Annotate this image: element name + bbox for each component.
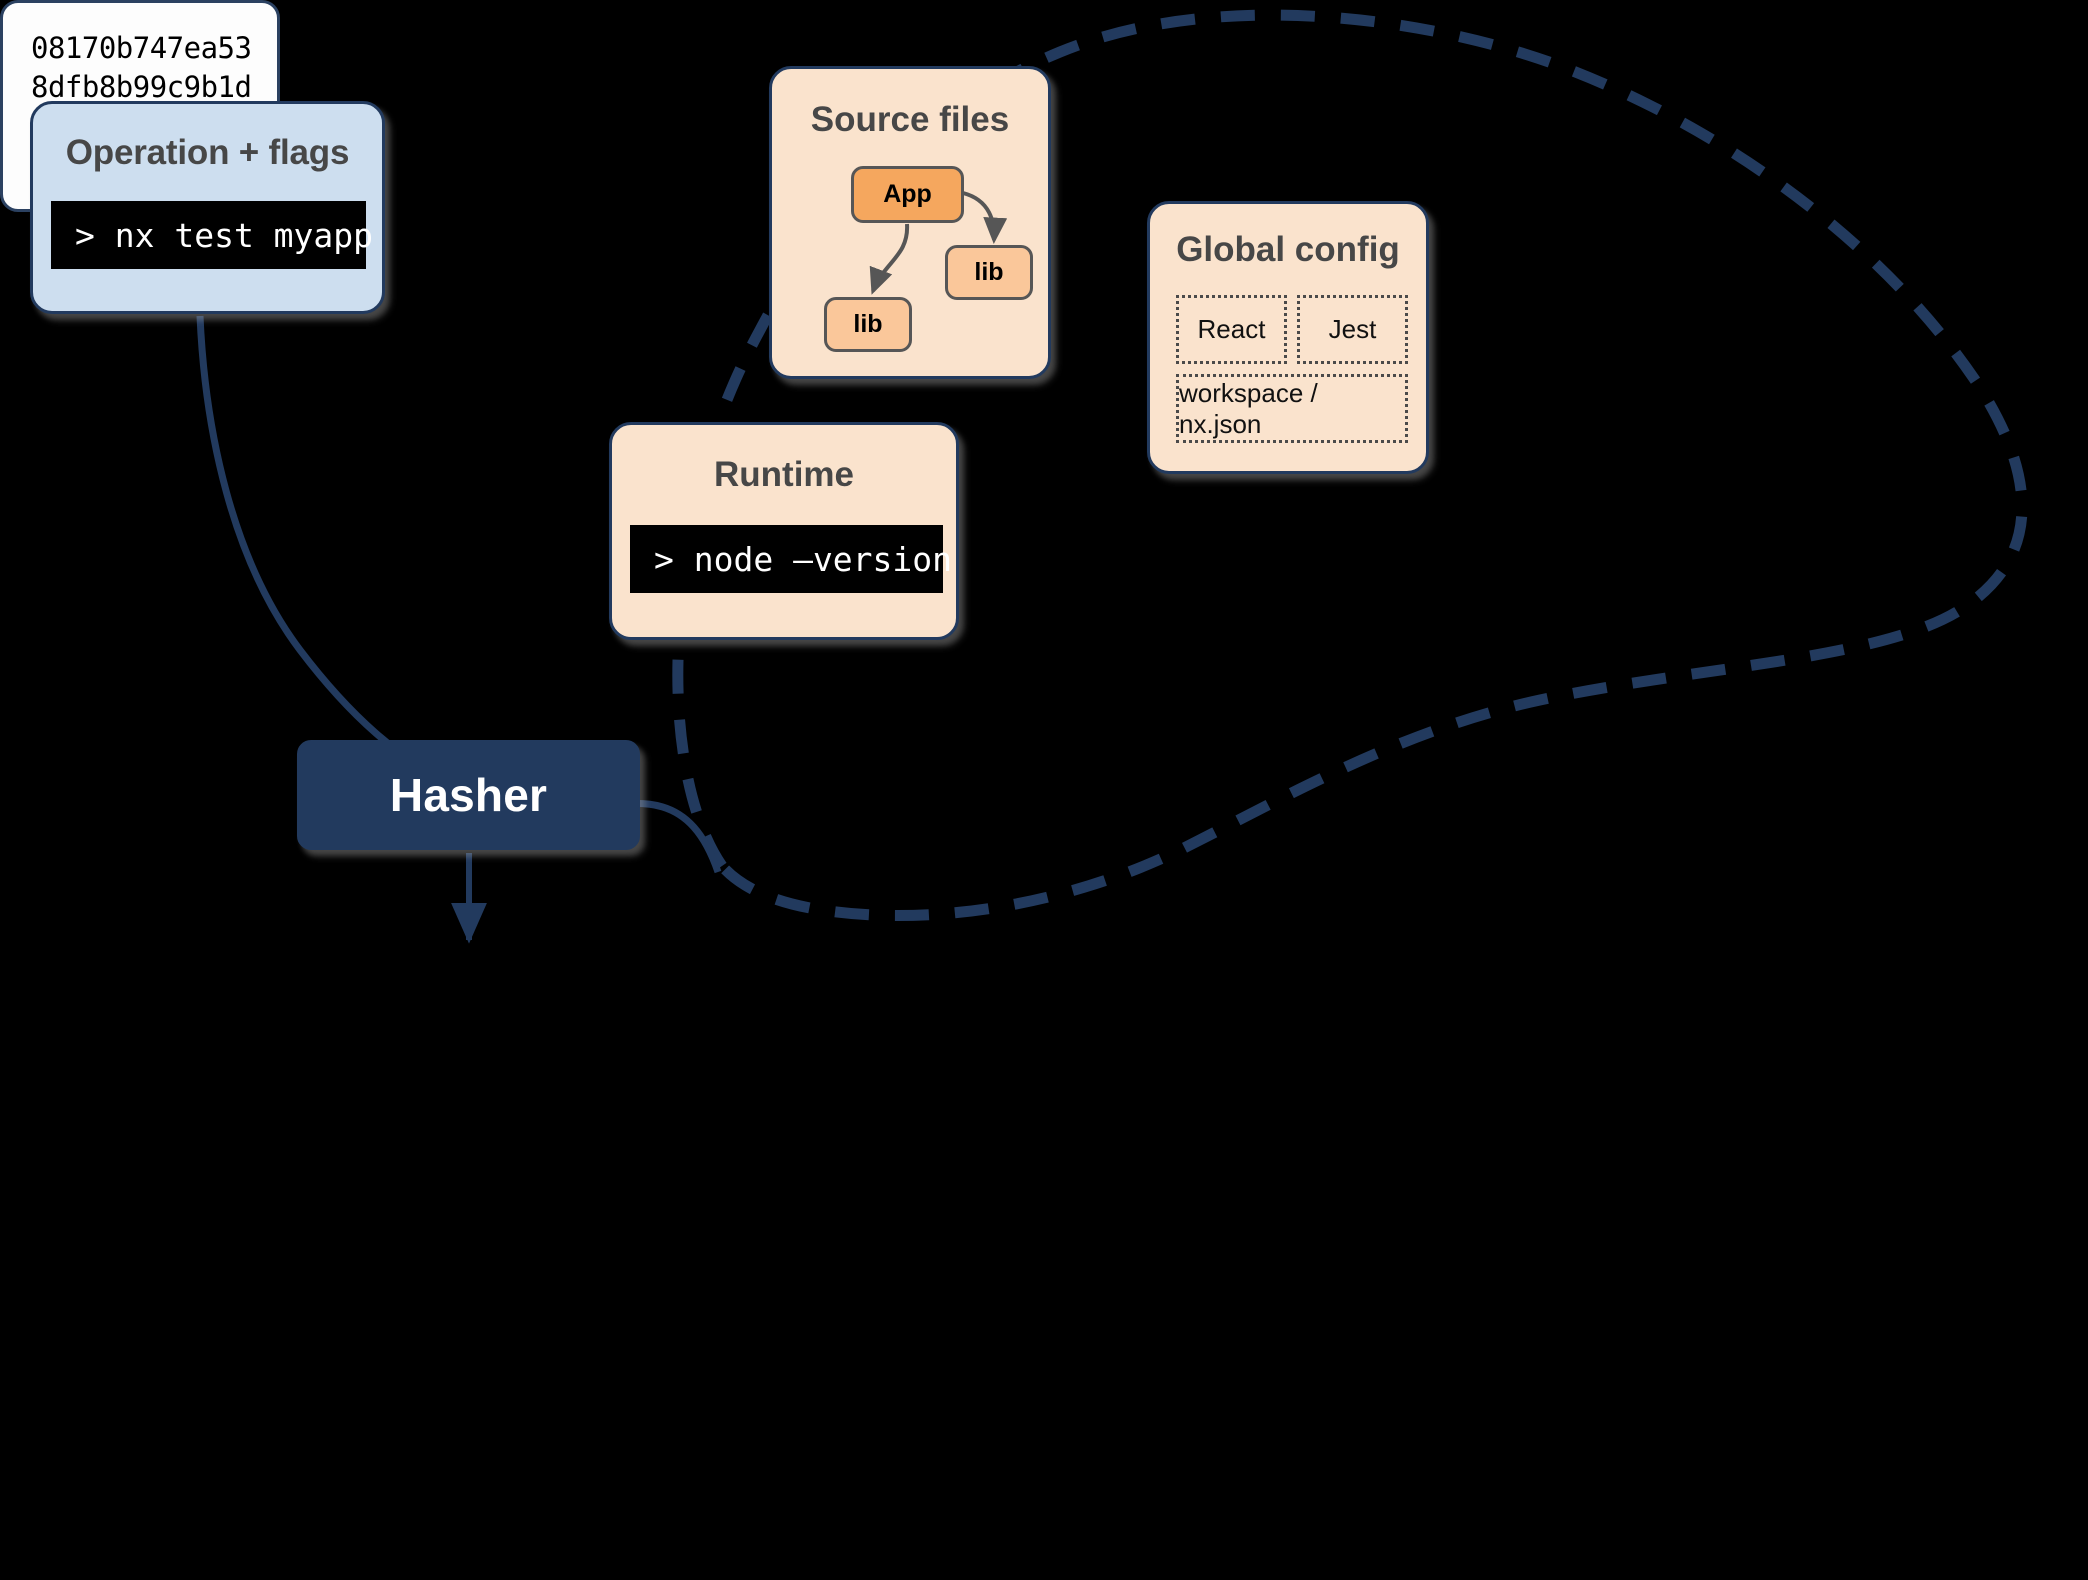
source-files-title: Source files — [810, 100, 1010, 139]
graph-node-lib-left-label: lib — [853, 310, 883, 338]
global-config-title: Global config — [1176, 230, 1400, 269]
global-config-cell-react: React — [1176, 295, 1287, 364]
global-config-cell-jest-label: Jest — [1328, 314, 1377, 344]
graph-node-lib-right: lib — [945, 245, 1033, 300]
graph-node-lib-right-label: lib — [974, 258, 1004, 286]
hasher-card: Hasher — [297, 740, 640, 850]
runtime-card: Runtime > node –version — [609, 422, 959, 640]
global-config-cell-workspace: workspace / nx.json — [1176, 374, 1408, 443]
global-config-card: Global config React Jest workspace / nx.… — [1147, 201, 1429, 474]
hasher-label: Hasher — [389, 769, 548, 821]
operation-flags-title: Operation + flags — [65, 133, 350, 172]
operation-terminal-text: > nx test myapp — [75, 215, 374, 255]
arrow-operation-to-hasher — [196, 315, 459, 790]
global-config-cell-react-label: React — [1197, 314, 1266, 344]
global-config-row-top: React Jest — [1176, 295, 1408, 364]
global-config-grid: React Jest workspace / nx.json — [1176, 295, 1408, 443]
runtime-terminal-text: > node –version — [654, 539, 953, 579]
global-config-cell-jest: Jest — [1297, 295, 1408, 364]
operation-flags-card: Operation + flags > nx test myapp — [30, 101, 385, 314]
graph-node-lib-left: lib — [824, 297, 912, 352]
graph-node-app-label: App — [883, 180, 932, 208]
operation-terminal: > nx test myapp — [51, 201, 373, 269]
runtime-terminal: > node –version — [630, 525, 952, 593]
runtime-title: Runtime — [714, 455, 854, 494]
graph-node-app: App — [851, 166, 964, 223]
global-config-cell-workspace-label: workspace / nx.json — [1179, 377, 1318, 439]
